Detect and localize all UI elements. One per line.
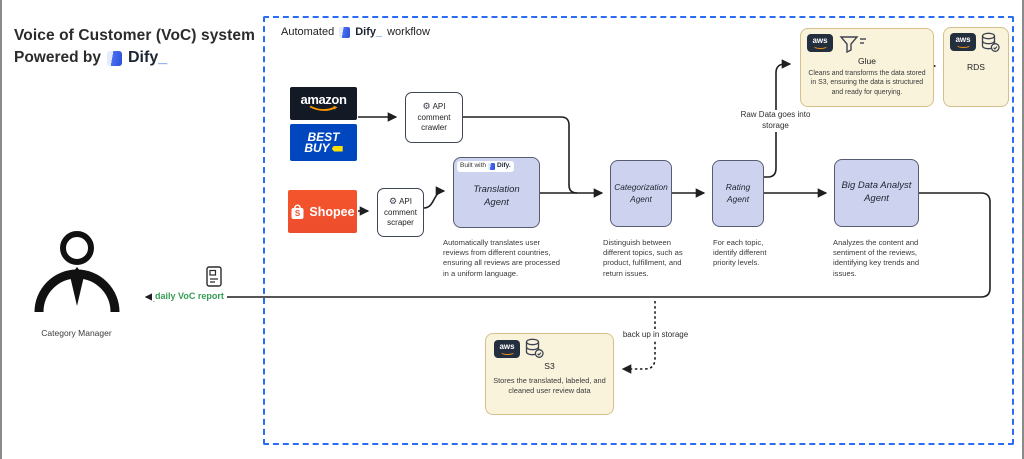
shopee-bag-icon: S bbox=[291, 204, 304, 219]
agent-name: Categorization Agent bbox=[614, 182, 668, 204]
gear-icon: ⚙ bbox=[422, 101, 431, 112]
agent-name: Translation Agent bbox=[473, 184, 520, 208]
rds-name: RDS bbox=[967, 62, 985, 72]
categorization-agent-node: Categorization Agent bbox=[610, 160, 672, 227]
shopee-logo: S Shopee bbox=[288, 190, 357, 233]
workflow-brand: Dify_ bbox=[355, 26, 383, 38]
dify-logo-icon bbox=[107, 50, 122, 66]
s3-desc: Stores the translated, labeled, and clea… bbox=[493, 376, 606, 395]
built-with-dify-badge: Built with Dify. bbox=[457, 161, 514, 172]
page-title: Voice of Customer (VoC) system Powered b… bbox=[14, 27, 255, 67]
aws-rds-box: aws RDS bbox=[943, 27, 1009, 107]
raw-data-label: Raw Data goes into storage bbox=[727, 110, 824, 132]
rating-agent-node: Rating Agent bbox=[712, 160, 764, 227]
aws-s3-box: aws S3 Stores the translated, labeled, a… bbox=[485, 333, 614, 415]
aws-logo-icon: aws bbox=[494, 340, 520, 358]
categorization-agent-desc: Distinguish between different topics, su… bbox=[603, 238, 683, 278]
aws-glue-box: aws Glue Cleans and transforms the data … bbox=[800, 28, 934, 107]
bigdata-agent-desc: Analyzes the content and sentiment of th… bbox=[833, 238, 920, 278]
translation-agent-node: Built with Dify. Translation Agent bbox=[453, 157, 540, 228]
title-line1: Voice of Customer (VoC) system bbox=[14, 27, 256, 44]
agent-name: Big Data Analyst Agent bbox=[841, 180, 912, 204]
rating-agent-desc: For each topic, identify different prior… bbox=[713, 238, 767, 268]
api-comment-crawler-node: ⚙API comment crawler bbox=[405, 92, 463, 143]
aws-logo-icon: aws bbox=[950, 33, 976, 51]
amazon-logo-text: amazon bbox=[300, 92, 347, 107]
amazon-logo: amazon bbox=[290, 87, 357, 120]
translation-agent-desc: Automatically translates user reviews fr… bbox=[443, 238, 560, 278]
gear-icon: ⚙ bbox=[389, 196, 398, 207]
filter-icon bbox=[839, 36, 866, 54]
bestbuy-logo: BEST BUY bbox=[290, 124, 357, 161]
aws-logo-icon: aws bbox=[807, 34, 833, 52]
glue-desc: Cleans and transforms the data stored in… bbox=[808, 70, 926, 96]
workflow-frame bbox=[263, 16, 1014, 445]
amazon-smile-icon bbox=[309, 105, 337, 111]
workflow-prefix: Automated bbox=[281, 26, 335, 38]
backup-label: back up in storage bbox=[621, 330, 690, 341]
agent-name: Rating Agent bbox=[725, 182, 751, 204]
svg-text:S: S bbox=[295, 209, 301, 218]
title-powered-by: Powered by bbox=[14, 49, 101, 66]
database-icon bbox=[981, 32, 1000, 52]
dify-logo-icon bbox=[339, 26, 351, 38]
category-manager-label: Category Manager bbox=[41, 328, 112, 338]
category-manager-icon bbox=[34, 231, 120, 313]
database-icon bbox=[525, 338, 544, 358]
bigdata-agent-node: Big Data Analyst Agent bbox=[834, 159, 919, 227]
glue-name: Glue bbox=[858, 56, 876, 66]
report-document-icon bbox=[206, 266, 222, 287]
bestbuy-logo-text: BEST BUY bbox=[304, 131, 343, 154]
shopee-logo-text: Shopee bbox=[309, 204, 355, 219]
workflow-suffix: workflow bbox=[387, 26, 430, 38]
dify-logo-icon bbox=[488, 162, 496, 170]
daily-voc-report-label: daily VoC report bbox=[152, 291, 227, 301]
api-comment-scraper-node: ⚙API comment scraper bbox=[377, 188, 424, 237]
workflow-header: Automated Dify_ workflow bbox=[281, 26, 430, 38]
title-line2: Powered by Dify_ bbox=[14, 49, 255, 67]
bestbuy-tag-icon bbox=[331, 145, 343, 152]
s3-name: S3 bbox=[544, 361, 555, 371]
brand-name: Dify_ bbox=[128, 49, 168, 66]
